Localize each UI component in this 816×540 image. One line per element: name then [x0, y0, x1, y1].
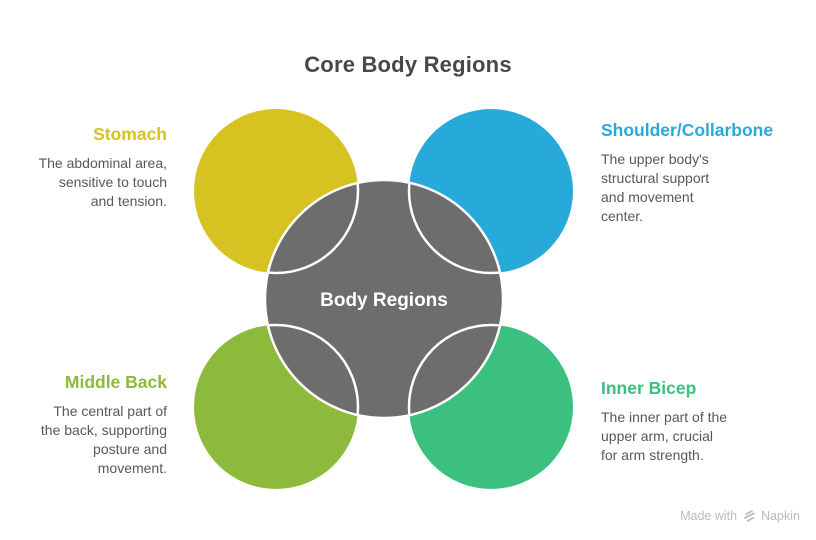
page-title: Core Body Regions [304, 52, 512, 77]
center-circle [263, 178, 505, 420]
node-description-shoulder-collarbone: The upper body's structural support and … [601, 151, 710, 225]
node-block-stomach: Stomach The abdominal area, sensitive to… [0, 124, 167, 211]
node-description-inner-bicep: The inner part of the upper arm, crucial… [601, 409, 728, 464]
node-title-middle-back: Middle Back [64, 372, 167, 392]
node-description-middle-back: The central part of the back, supporting… [40, 403, 167, 477]
node-block-middle-back: Middle Back The central part of the back… [0, 372, 167, 478]
napkin-logo-icon [744, 510, 755, 522]
node-title-stomach: Stomach [93, 124, 167, 144]
node-block-inner-bicep: Inner Bicep The inner part of the upper … [601, 378, 801, 465]
node-title-inner-bicep: Inner Bicep [601, 378, 697, 398]
watermark-brand: Napkin [761, 509, 800, 523]
overlap-arcs [265, 180, 503, 418]
center-circle-label: Body Regions [320, 290, 448, 311]
watermark-prefix: Made with [680, 509, 738, 523]
node-block-shoulder-collarbone: Shoulder/Collarbone The upper body's str… [601, 120, 801, 226]
made-with-napkin-link[interactable]: Made with Napkin [680, 509, 800, 523]
node-description-stomach: The abdominal area, sensitive to touch a… [38, 155, 167, 210]
node-title-shoulder-collarbone: Shoulder/Collarbone [601, 120, 774, 140]
